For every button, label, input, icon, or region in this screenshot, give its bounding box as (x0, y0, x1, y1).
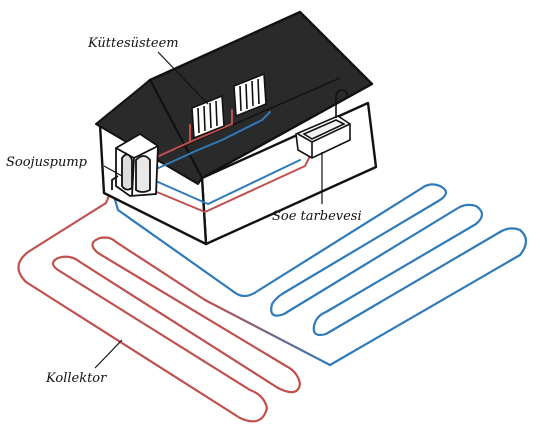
heat-pump-icon (111, 132, 159, 197)
label-heating-system: Küttesüsteem (87, 36, 179, 51)
pipe-hot-water (151, 151, 313, 213)
pipe-heating-supply (149, 109, 233, 161)
leader-lines (94, 51, 323, 369)
leader-collector (94, 339, 123, 369)
bathtub-icon (295, 89, 351, 159)
house-interior-line (174, 77, 341, 151)
radiator-icon (233, 72, 267, 118)
pipe-heating-return (153, 111, 271, 171)
label-hot-water: Soe tarbevesi (272, 209, 362, 224)
label-collector: Kollektor (45, 371, 107, 386)
collector-pipe-cold (112, 183, 528, 367)
collector-pipe-transition (203, 298, 332, 367)
label-heat-pump: Soojuspump (6, 155, 88, 170)
house-roof-eave (95, 79, 203, 185)
pipe-hot-water-return (157, 159, 301, 205)
radiator-icon (191, 94, 225, 140)
ground-collector (17, 183, 528, 423)
leader-heating-system (157, 51, 209, 105)
collector-pipe-warm (17, 186, 302, 423)
indoor-piping (149, 109, 313, 213)
leader-heat-pump (103, 165, 123, 177)
